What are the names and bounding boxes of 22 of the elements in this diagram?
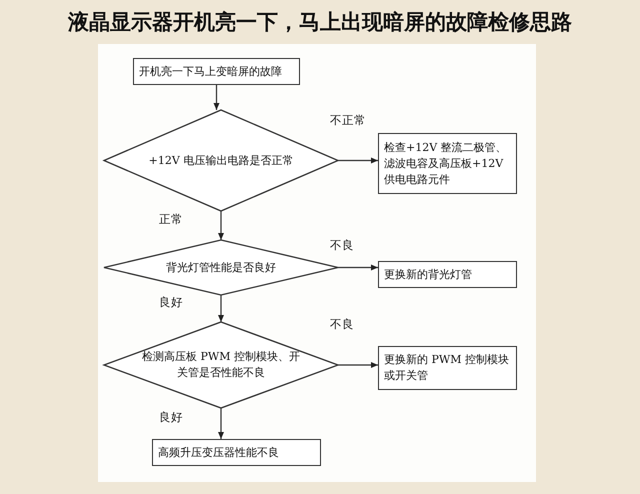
arrow	[338, 158, 378, 164]
decision-text: 检测高压板 PWM 控制模块、开关管是否性能不良	[141, 349, 301, 381]
edge-label: 不正常	[330, 112, 366, 128]
arrow	[214, 85, 220, 110]
arrow	[338, 362, 378, 368]
arrow	[218, 295, 224, 322]
arrow	[218, 211, 224, 240]
process-box: 开机亮一下马上变暗屏的故障	[133, 58, 300, 85]
process-box: 检查+12V 整流二极管、滤波电容及高压板+12V 供电电路元件	[378, 133, 517, 194]
edge-label: 不良	[330, 317, 354, 332]
edge-label: 正常	[159, 212, 183, 226]
arrow	[338, 264, 378, 270]
process-box: 高频升压变压器性能不良	[152, 439, 321, 466]
process-box: 更换新的背光灯管	[378, 261, 517, 288]
decision-text: +12V 电压输出电路是否正常	[148, 152, 294, 168]
process-box: 更换新的 PWM 控制模块或开关管	[378, 346, 517, 390]
edge-label: 良好	[159, 294, 183, 310]
edge-label: 良好	[159, 410, 183, 424]
edge-label: 不良	[330, 238, 354, 252]
arrow	[218, 408, 224, 439]
decision-text: 背光灯管性能是否良好	[165, 260, 277, 276]
title: 液晶显示器开机亮一下，马上出现暗屏的故障检修思路	[66, 8, 573, 36]
